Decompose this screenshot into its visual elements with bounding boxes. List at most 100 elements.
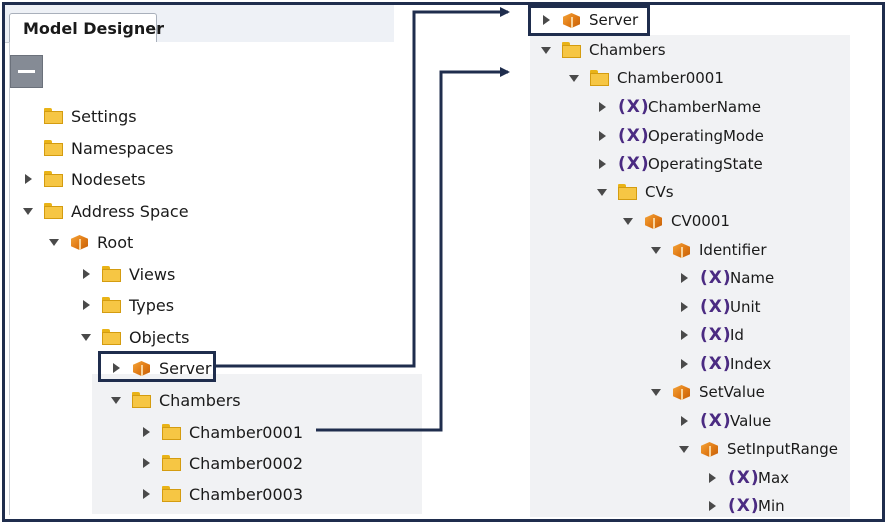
tree-item-label: CV0001 — [671, 212, 730, 230]
right-tree-item-index[interactable]: (X)Index — [678, 351, 771, 377]
folder-icon — [44, 171, 63, 187]
collapse-arrow-icon[interactable] — [678, 322, 690, 348]
expand-arrow-icon[interactable] — [110, 387, 122, 413]
right-tree-item-server[interactable]: Server — [540, 7, 638, 33]
cube-icon — [672, 242, 691, 258]
left-tree-item-namespaces[interactable]: Namespaces — [22, 135, 173, 161]
right-tree-item-setinputrange[interactable]: SetInputRange — [678, 436, 838, 462]
collapse-arrow-icon[interactable] — [678, 351, 690, 377]
expand-arrow-icon[interactable] — [568, 65, 580, 91]
tree-item-label: Unit — [730, 298, 761, 316]
collapse-arrow-icon[interactable] — [22, 166, 34, 192]
folder-icon — [44, 108, 63, 124]
cube-icon — [672, 384, 691, 400]
left-tree-item-chamber0001[interactable]: Chamber0001 — [140, 419, 303, 445]
variable-icon: (X) — [700, 268, 732, 288]
folder-icon — [162, 486, 181, 502]
collapse-arrow-icon[interactable] — [140, 481, 152, 507]
tree-item-label: Id — [730, 326, 744, 344]
right-tree-item-min[interactable]: (X)Min — [706, 493, 785, 519]
tree-item-label: Types — [129, 295, 175, 315]
right-tree-item-operatingstate[interactable]: (X)OperatingState — [596, 151, 763, 177]
left-tree-item-chamber0003[interactable]: Chamber0003 — [140, 481, 303, 507]
tree-item-label: Settings — [71, 106, 137, 126]
expanded-tree-header — [530, 5, 850, 35]
collapse-arrow-icon[interactable] — [540, 7, 552, 33]
right-tree-item-chamber0001[interactable]: Chamber0001 — [568, 65, 724, 91]
folder-icon — [102, 297, 121, 313]
left-tree-item-views[interactable]: Views — [80, 261, 175, 287]
tree-item-label: Max — [758, 469, 790, 487]
collapse-arrow-icon[interactable] — [80, 261, 92, 287]
collapse-arrow-icon[interactable] — [678, 265, 690, 291]
collapse-minus-icon[interactable] — [10, 55, 43, 88]
left-tree-item-settings[interactable]: Settings — [22, 103, 137, 129]
tree-item-label: Index — [730, 355, 772, 373]
folder-icon — [44, 203, 63, 219]
tab-model-designer[interactable]: Model Designer — [9, 13, 164, 42]
expand-arrow-icon[interactable] — [678, 436, 690, 462]
cube-icon — [644, 213, 663, 229]
expand-arrow-icon[interactable] — [80, 324, 92, 350]
collapse-arrow-icon[interactable] — [140, 450, 152, 476]
left-tree-item-chambers[interactable]: Chambers — [110, 387, 241, 413]
right-tree-item-cv0001[interactable]: CV0001 — [622, 208, 730, 234]
right-tree-item-operatingmode[interactable]: (X)OperatingMode — [596, 123, 764, 149]
tree-item-label: Namespaces — [71, 138, 174, 158]
left-tree-item-address-space[interactable]: Address Space — [22, 198, 189, 224]
tree-item-label: Chambers — [159, 390, 241, 410]
collapse-arrow-icon[interactable] — [678, 408, 690, 434]
tree-item-label: Root — [97, 232, 134, 252]
collapse-arrow-icon[interactable] — [706, 465, 718, 491]
left-tree-item-types[interactable]: Types — [80, 292, 174, 318]
cube-icon — [70, 234, 89, 250]
left-tree-item-chamber0002[interactable]: Chamber0002 — [140, 450, 303, 476]
right-tree-item-cvs[interactable]: CVs — [596, 179, 674, 205]
collapse-arrow-icon[interactable] — [80, 292, 92, 318]
collapse-arrow-icon[interactable] — [596, 94, 608, 120]
right-tree-item-setvalue[interactable]: SetValue — [650, 379, 765, 405]
right-tree-item-id[interactable]: (X)Id — [678, 322, 744, 348]
folder-icon — [44, 140, 63, 156]
collapse-arrow-icon[interactable] — [596, 123, 608, 149]
collapse-arrow-icon[interactable] — [678, 294, 690, 320]
tree-item-label: Min — [758, 497, 785, 515]
tree-item-label: Address Space — [71, 201, 189, 221]
expand-arrow-icon[interactable] — [22, 198, 34, 224]
tab-label: Model Designer — [23, 19, 164, 38]
arrow-placeholder — [22, 135, 34, 161]
collapse-arrow-icon[interactable] — [110, 355, 122, 381]
variable-icon: (X) — [700, 297, 732, 317]
expand-arrow-icon[interactable] — [596, 179, 608, 205]
left-tree-item-nodesets[interactable]: Nodesets — [22, 166, 146, 192]
right-tree-item-max[interactable]: (X)Max — [706, 465, 789, 491]
expand-arrow-icon[interactable] — [650, 237, 662, 263]
right-tree-item-chambername[interactable]: (X)ChamberName — [596, 94, 761, 120]
tree-item-label: ChamberName — [648, 98, 761, 116]
expand-arrow-icon[interactable] — [540, 37, 552, 63]
variable-icon: (X) — [700, 354, 732, 374]
expand-arrow-icon[interactable] — [48, 229, 60, 255]
left-tree-item-server[interactable]: Server — [110, 355, 211, 381]
server-highlight-box-left — [98, 351, 216, 382]
collapse-arrow-icon[interactable] — [706, 493, 718, 519]
cube-icon — [132, 360, 151, 376]
right-tree-item-value[interactable]: (X)Value — [678, 408, 771, 434]
expand-arrow-icon[interactable] — [622, 208, 634, 234]
right-tree-item-unit[interactable]: (X)Unit — [678, 294, 761, 320]
folder-icon — [162, 455, 181, 471]
collapse-arrow-icon[interactable] — [596, 151, 608, 177]
left-tree-item-root[interactable]: Root — [48, 229, 133, 255]
collapse-arrow-icon[interactable] — [140, 419, 152, 445]
tree-item-label: Objects — [129, 327, 190, 347]
right-tree-item-identifier[interactable]: Identifier — [650, 237, 767, 263]
variable-icon: (X) — [618, 126, 650, 146]
variable-icon: (X) — [728, 468, 760, 488]
right-tree-item-name[interactable]: (X)Name — [678, 265, 774, 291]
tree-item-label: Server — [589, 11, 639, 29]
right-tree-item-chambers[interactable]: Chambers — [540, 37, 666, 63]
tree-item-label: Chamber0002 — [189, 453, 303, 473]
expand-arrow-icon[interactable] — [650, 379, 662, 405]
left-tree-item-objects[interactable]: Objects — [80, 324, 189, 350]
